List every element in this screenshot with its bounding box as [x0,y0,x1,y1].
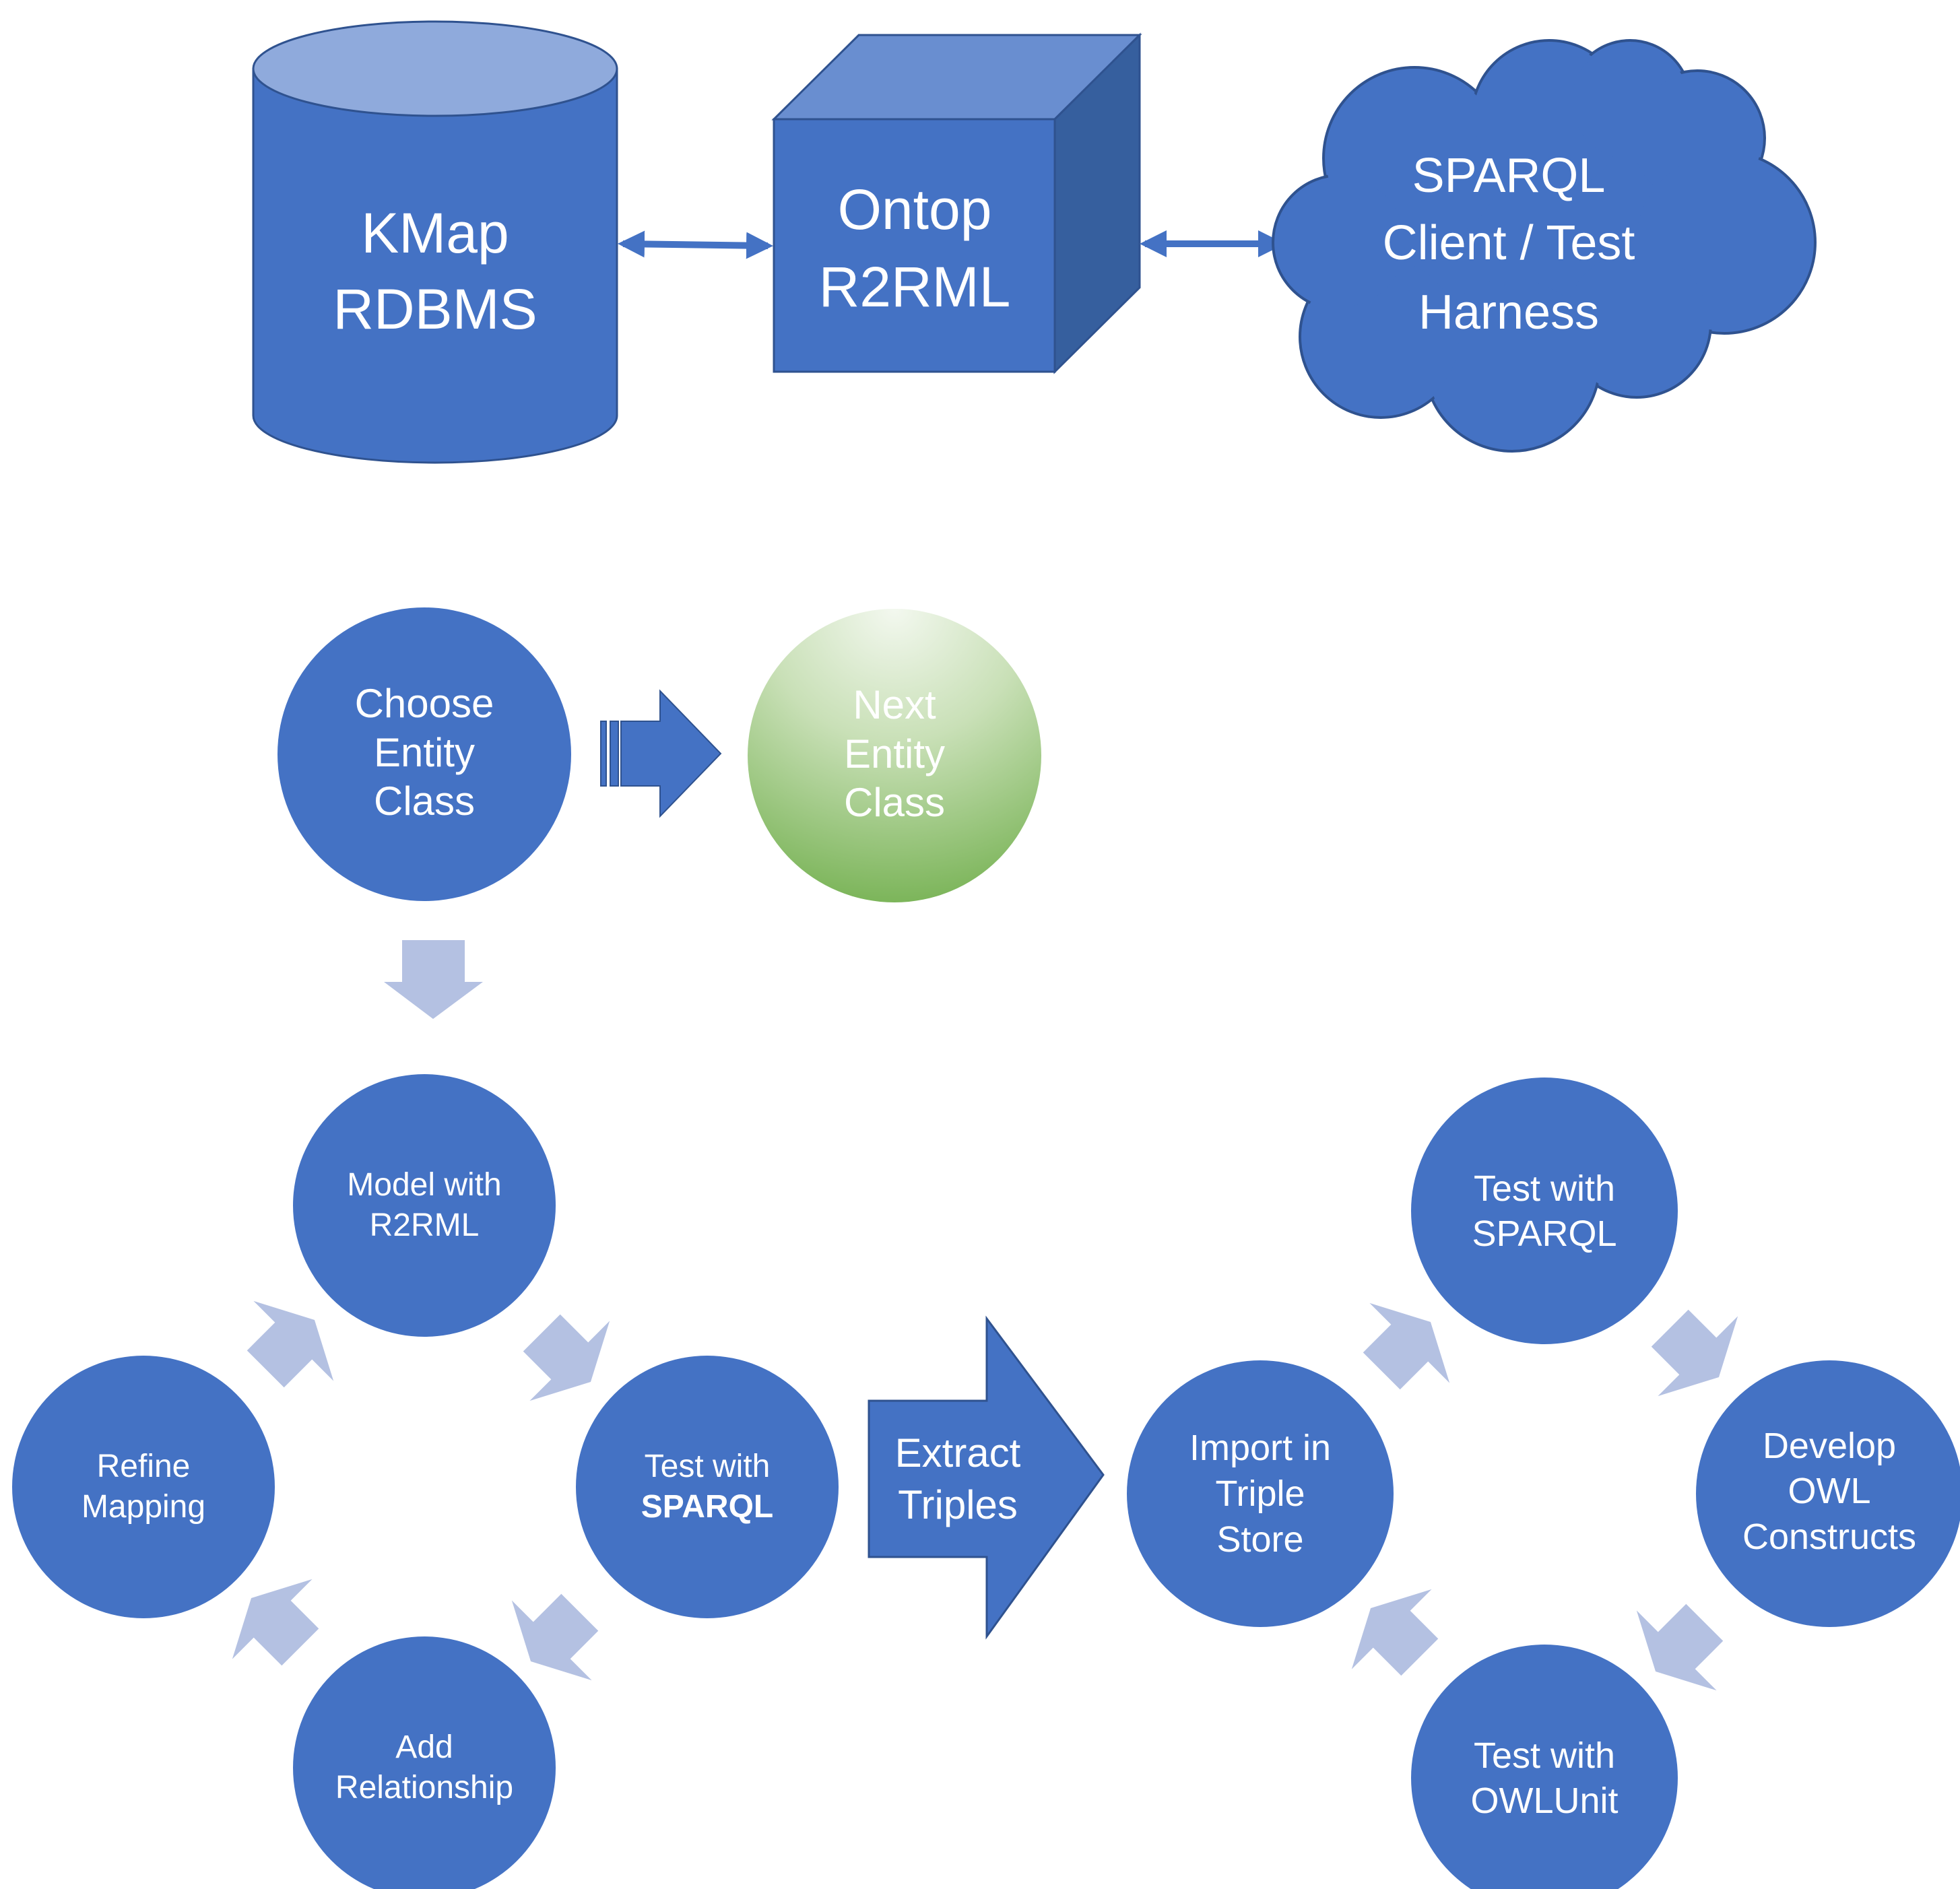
add-label-line2: Relationship [335,1770,513,1805]
cycle-arrow [247,1300,334,1388]
import-label-line3: Store [1216,1519,1303,1560]
model-with-r2rml-node: Model with R2RML [293,1074,556,1337]
choose-entity-class-node: Choose Entity Class [277,607,571,901]
extract-triples-arrow: Extract Triples [868,1315,1105,1640]
cycle-arrow [523,1314,610,1401]
test-with-sparql-node: Test with SPARQL [576,1356,839,1618]
test-sparql-label-line2: SPARQL [1472,1214,1616,1254]
extract-label-line2: Triples [898,1482,1018,1527]
client-label-line2: Client / Test [1383,216,1635,270]
import-label-line1: Import in [1189,1428,1331,1468]
add-relationship-node: Add Relationship [293,1636,556,1889]
choose-label-line3: Class [374,778,475,824]
cycle-arrow [511,1593,599,1681]
cycle-arrow [1351,1589,1439,1676]
test-label-line2: SPARQL [641,1489,773,1525]
cycle-arrow [1636,1603,1724,1691]
test-with-sparql-ontology-node: Test with SPARQL [1411,1078,1678,1344]
develop-label-line3: Constructs [1742,1517,1916,1557]
client-label-line1: SPARQL [1412,149,1606,203]
add-label-line1: Add [395,1729,453,1765]
ontop-label-line1: Ontop [838,178,992,241]
choose-label-line2: Entity [374,730,475,775]
client-label-line3: Harness [1418,286,1599,339]
next-label-line2: Entity [844,731,945,776]
test-owlunit-label-line1: Test with [1474,1735,1615,1776]
test-sparql-label-line1: Test with [1474,1168,1615,1209]
model-label-line2: R2RML [370,1207,480,1243]
develop-label-line2: OWL [1788,1471,1870,1511]
db-ontop-connector [618,230,773,259]
down-arrow [384,940,483,1019]
model-label-line1: Model with [347,1167,501,1203]
rdbms-label-line1: KMap [361,201,509,265]
ontop-cube: Ontop R2RML [771,32,1142,374]
ontop-label-line2: R2RML [819,255,1011,319]
test-with-owlunit-node: Test with OWLUnit [1411,1645,1678,1889]
rdbms-label-line2: RDBMS [333,277,537,341]
import-label-line2: Triple [1215,1473,1305,1514]
develop-label-line1: Develop [1763,1426,1896,1466]
rdbms-cylinder: KMap RDBMS [252,20,618,464]
next-label-line1: Next [853,682,936,727]
cycle-arrow [232,1579,319,1666]
cycle-arrow [1363,1302,1450,1390]
test-label-line1: Test with [645,1449,771,1484]
import-triple-store-node: Import in Triple Store [1127,1360,1394,1627]
cycle-arrow [1651,1309,1738,1397]
next-entity-arrow [600,689,722,818]
develop-owl-constructs-node: Develop OWL Constructs [1696,1360,1960,1627]
refine-label-line1: Refine [97,1449,191,1484]
refine-label-line2: Mapping [81,1489,205,1525]
refine-mapping-node: Refine Mapping [12,1356,275,1618]
next-label-line3: Class [844,780,945,825]
choose-label-line1: Choose [355,681,494,726]
extract-label-line1: Extract [895,1430,1021,1476]
test-owlunit-label-line2: OWLUnit [1470,1781,1618,1821]
next-entity-class-node: Next Entity Class [748,609,1041,902]
sparql-client-cloud: SPARQL Client / Test Harness [1272,39,1817,453]
